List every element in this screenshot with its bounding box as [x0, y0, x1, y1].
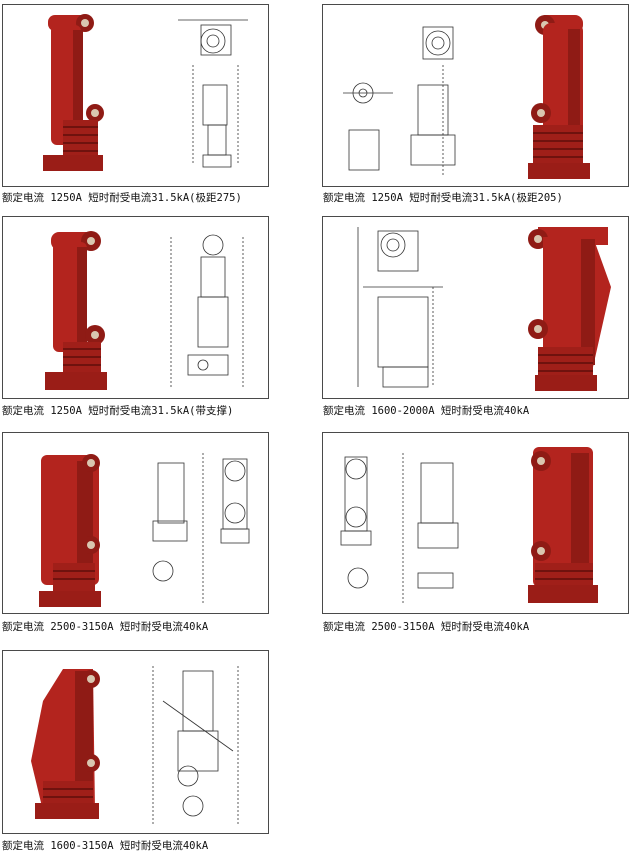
technical-drawing-2	[343, 26, 456, 175]
product-caption-7: 额定电流 1600-3150A 短时耐受电流40kA	[2, 840, 209, 852]
product-caption-5: 额定电流 2500-3150A 短时耐受电流40kA	[2, 621, 209, 633]
product-card-6	[322, 432, 629, 614]
product-photo-1	[43, 14, 248, 171]
product-caption-4: 额定电流 1600-2000A 短时耐受电流40kA	[323, 405, 530, 417]
product-caption-2: 额定电流 1250A 短时耐受电流31.5kA(极距205)	[323, 192, 563, 204]
product-photo-7	[31, 666, 239, 826]
technical-drawing-4	[357, 227, 443, 388]
product-caption-6: 额定电流 2500-3150A 短时耐受电流40kA	[323, 621, 530, 633]
technical-drawing-5	[152, 453, 250, 603]
product-card-5	[2, 432, 269, 614]
product-caption-1: 额定电流 1250A 短时耐受电流31.5kA(极距275)	[2, 192, 242, 204]
product-photo-2	[343, 15, 590, 179]
product-card-7	[2, 650, 269, 834]
product-card-4	[322, 216, 629, 399]
technical-drawing-3	[170, 234, 244, 387]
product-card-1	[2, 4, 269, 187]
technical-drawing-1	[178, 19, 248, 168]
product-caption-3: 额定电流 1250A 短时耐受电流31.5kA(带支撑)	[2, 405, 234, 417]
product-photo-6	[340, 447, 598, 603]
product-photo-5	[39, 453, 250, 607]
product-photo-3	[45, 231, 244, 390]
product-photo-4	[357, 227, 611, 391]
technical-drawing-7	[152, 666, 239, 826]
technical-drawing-6	[340, 453, 459, 603]
product-card-3	[2, 216, 269, 399]
product-card-2	[322, 4, 629, 187]
